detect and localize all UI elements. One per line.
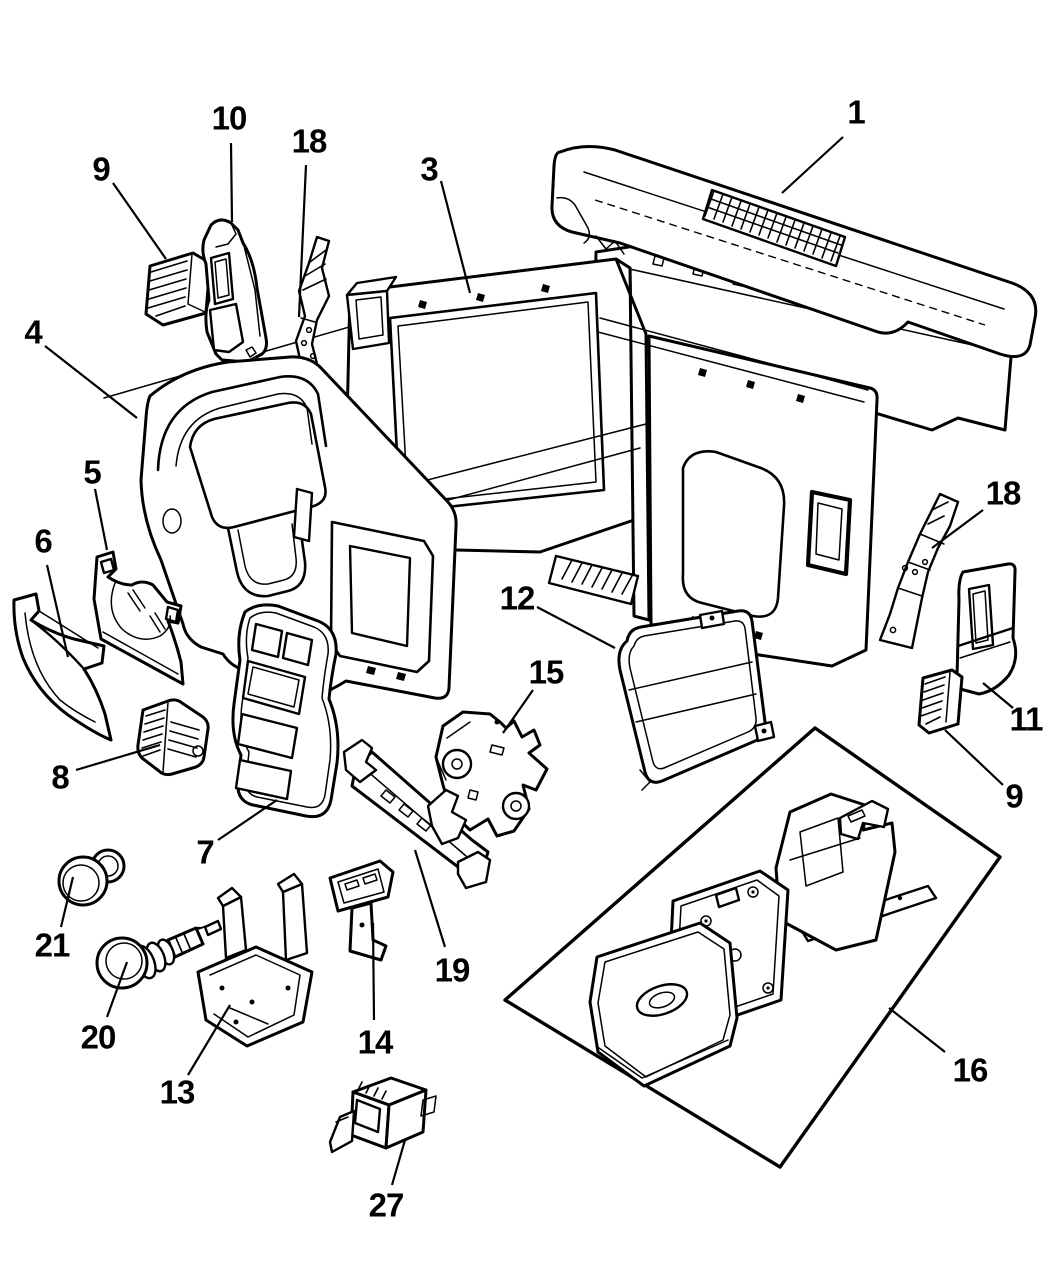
leader-line-18-left [297, 164, 308, 318]
callout-20: 20 [80, 1018, 117, 1056]
leader-line-12 [536, 606, 616, 649]
part-10-left-end-cap [201, 218, 268, 364]
part-19-support-rail [342, 738, 492, 890]
callout-5: 5 [83, 453, 101, 491]
part-18-right-bracket [878, 492, 960, 650]
leader-line-11 [982, 682, 1014, 709]
leader-line-1 [781, 136, 844, 194]
leader-line-4 [44, 345, 138, 419]
part-27-switch [328, 1076, 437, 1154]
part-1-top-cover-panel [550, 145, 1038, 358]
leader-line-6 [45, 564, 70, 658]
callout-11: 11 [1009, 700, 1044, 738]
callout-18-right: 18 [985, 474, 1022, 512]
leader-line-3 [439, 180, 472, 294]
leader-line-16 [888, 1007, 946, 1053]
part-14-mounting-bracket [328, 859, 395, 962]
part-9-right-vent-grille [917, 668, 964, 735]
callout-27: 27 [368, 1186, 405, 1224]
callout-13: 13 [159, 1073, 196, 1111]
callout-16: 16 [952, 1051, 989, 1089]
callout-9-left: 9 [92, 150, 110, 188]
part-20-cigarette-lighter [95, 919, 223, 990]
callout-4: 4 [24, 313, 42, 351]
leader-line-13 [187, 1004, 231, 1076]
leader-line-7 [217, 799, 278, 841]
part-12-panel [617, 609, 776, 791]
callout-15: 15 [528, 653, 565, 691]
leader-line-20 [105, 961, 129, 1018]
leader-line-9-right [944, 729, 1004, 786]
leader-line-10 [229, 142, 234, 223]
part-3-instrument-panel-carrier [103, 242, 1014, 668]
leader-line-19 [413, 849, 447, 948]
callout-19: 19 [434, 951, 471, 989]
callout-7: 7 [196, 833, 214, 871]
part-15-support-bracket [434, 710, 549, 838]
part-7-center-bezel [231, 603, 340, 819]
leader-line-8 [75, 743, 161, 772]
part-11-right-end-cap [955, 562, 1018, 696]
callout-9-right: 9 [1005, 777, 1023, 815]
part-8-vent [136, 698, 210, 777]
part-21-lighter-cap [57, 848, 126, 907]
callout-6: 6 [34, 522, 52, 560]
part-9-left-vent-grille [144, 251, 212, 327]
part-13-lower-bracket [196, 872, 314, 1048]
leader-line-18-right [931, 509, 984, 549]
leader-line-27 [390, 1139, 407, 1186]
leader-lines [44, 136, 1014, 1186]
callout-12: 12 [499, 579, 536, 617]
part-5-lower-panel [92, 550, 185, 686]
part-6-lower-knee-cover [12, 592, 113, 742]
leader-line-5 [93, 488, 109, 551]
part-16-glovebox-assembly [503, 726, 1002, 1169]
leader-line-15 [502, 689, 534, 734]
callout-1: 1 [847, 93, 865, 131]
part-4-cluster-bezel [139, 355, 458, 702]
callout-10: 10 [211, 99, 248, 137]
leader-line-21 [59, 876, 75, 928]
callout-3: 3 [420, 150, 438, 188]
leader-line-9-left [112, 182, 167, 260]
callout-21: 21 [34, 926, 71, 964]
callout-18-left: 18 [291, 122, 328, 160]
callout-14: 14 [357, 1023, 394, 1061]
leader-line-14 [371, 922, 376, 1021]
callout-8: 8 [51, 758, 69, 796]
